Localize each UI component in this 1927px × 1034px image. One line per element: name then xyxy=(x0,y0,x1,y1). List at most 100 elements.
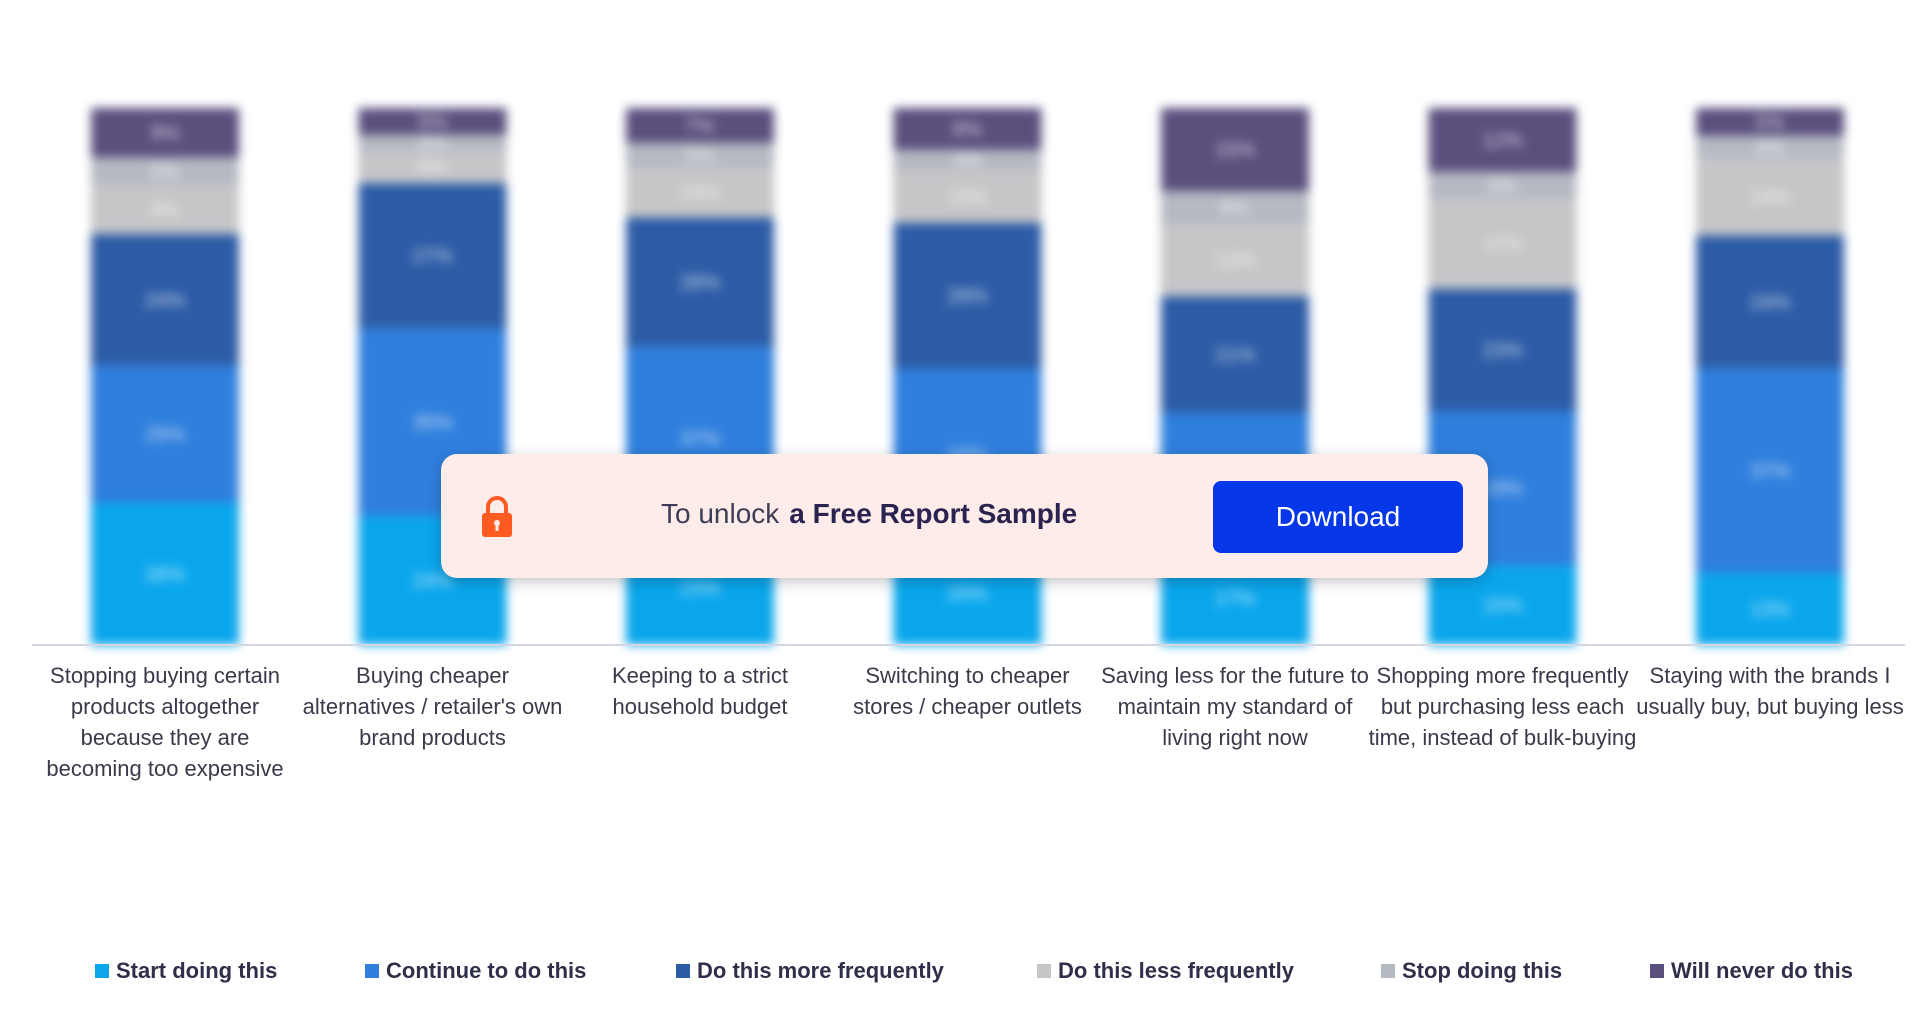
data-label: 4% xyxy=(1756,137,1785,159)
legend-swatch xyxy=(365,964,379,978)
category-label: Keeping to a strict household budget xyxy=(611,663,789,719)
bar-segment xyxy=(626,142,774,168)
legend-swatch xyxy=(1650,964,1664,978)
legend-swatch xyxy=(1381,964,1395,978)
bar-segment xyxy=(91,108,239,158)
bar-segment xyxy=(1696,368,1844,574)
legend-label: Do this less frequently xyxy=(1058,958,1294,983)
category-label: Staying with the brands I usually buy, b… xyxy=(1636,663,1904,719)
data-label: 24% xyxy=(412,571,452,593)
bar-segment xyxy=(1428,108,1577,172)
bar-segment xyxy=(91,184,239,235)
data-label: 35% xyxy=(412,412,452,434)
legend-label: Start doing this xyxy=(116,958,278,983)
data-label: 13% xyxy=(1750,599,1790,621)
bar-segment xyxy=(1696,573,1844,645)
data-label: 3% xyxy=(418,133,447,155)
data-label: 37% xyxy=(680,429,720,451)
bar-segment xyxy=(1696,157,1844,236)
bar-segment xyxy=(1161,108,1309,192)
bar-segment xyxy=(358,134,507,151)
legend-swatch xyxy=(1037,964,1051,978)
bar-segment xyxy=(1161,224,1309,297)
data-label: 37% xyxy=(1750,461,1790,483)
data-label: 17% xyxy=(1215,588,1255,610)
legend-item: Do this less frequently xyxy=(1037,958,1294,984)
bar-segment xyxy=(893,222,1042,369)
category-label: Saving less for the future to maintain m… xyxy=(1101,663,1369,750)
bar-segment xyxy=(91,365,239,503)
data-label: 23% xyxy=(1482,340,1522,362)
bar-segment xyxy=(1696,108,1844,136)
data-label: 17% xyxy=(1482,234,1522,256)
bar-segment xyxy=(1428,288,1577,412)
bar-segment xyxy=(91,157,239,185)
legend-item: Start doing this xyxy=(95,958,277,984)
data-label: 28% xyxy=(947,286,987,308)
data-label: 5% xyxy=(418,111,447,133)
data-label: 15% xyxy=(1215,140,1255,162)
data-label: 20% xyxy=(947,583,987,605)
data-label: 5% xyxy=(686,145,715,167)
legend-swatch xyxy=(95,964,109,978)
data-label: 8% xyxy=(953,119,982,141)
data-label: 23% xyxy=(680,578,720,600)
bar-segment xyxy=(626,167,774,218)
download-button[interactable]: Download xyxy=(1213,481,1463,553)
bar-segment xyxy=(1161,296,1309,413)
bar-segment xyxy=(893,170,1042,223)
legend-label: Continue to do this xyxy=(386,958,587,983)
unlock-text-bold: a Free Report Sample xyxy=(789,498,1078,529)
bar-segment xyxy=(358,108,507,135)
bar-segment xyxy=(358,150,507,184)
data-label: 13% xyxy=(1215,250,1255,272)
bar-segment xyxy=(1696,135,1844,158)
data-label: 25% xyxy=(145,424,185,446)
data-label: 26% xyxy=(680,272,720,294)
bar-segment xyxy=(1428,198,1577,289)
data-label: 10% xyxy=(680,183,720,205)
legend-item: Continue to do this xyxy=(365,958,586,984)
data-label: 7% xyxy=(686,115,715,137)
bar-segment xyxy=(626,108,774,143)
data-label: 10% xyxy=(947,187,987,209)
category-label: Stopping buying certain products altoget… xyxy=(46,663,284,781)
data-label: 9% xyxy=(151,123,180,145)
bar-segment xyxy=(91,502,239,645)
data-label: 9% xyxy=(151,199,180,221)
data-label: 27% xyxy=(412,246,452,268)
data-label: 6% xyxy=(418,157,447,179)
bar-segment xyxy=(1161,191,1309,225)
legend: Start doing this Continue to do this Do th… xyxy=(0,958,1927,988)
data-label: 21% xyxy=(1215,344,1255,366)
data-label: 4% xyxy=(953,150,982,172)
lock-icon xyxy=(482,496,512,537)
data-label: 15% xyxy=(1482,595,1522,617)
data-label: 24% xyxy=(145,290,185,312)
bar-segment xyxy=(358,183,507,329)
bar-segment xyxy=(893,108,1042,150)
legend-item: Stop doing this xyxy=(1381,958,1562,984)
legend-swatch xyxy=(676,964,690,978)
category-label: Shopping more frequently but purchasing … xyxy=(1368,663,1637,750)
bar-segment xyxy=(626,217,774,347)
legend-item: Do this more frequently xyxy=(676,958,944,984)
bar-segment xyxy=(1696,235,1844,369)
legend-label: Will never do this xyxy=(1671,958,1853,983)
data-label: 24% xyxy=(1750,292,1790,314)
data-label: 29% xyxy=(1482,478,1522,500)
data-label: 5% xyxy=(1488,175,1517,197)
data-label: 12% xyxy=(1482,130,1522,152)
category-label: Buying cheaper alternatives / retailer's… xyxy=(302,663,563,750)
data-label: 5% xyxy=(151,161,180,183)
data-label: 26% xyxy=(145,564,185,586)
data-label: 14% xyxy=(1750,187,1790,209)
bar-segment xyxy=(893,149,1042,171)
legend-item: Will never do this xyxy=(1650,958,1853,984)
data-label: 5% xyxy=(1756,112,1785,134)
legend-label: Stop doing this xyxy=(1402,958,1563,983)
legend-label: Do this more frequently xyxy=(697,958,944,983)
bar-segment xyxy=(1428,171,1577,199)
